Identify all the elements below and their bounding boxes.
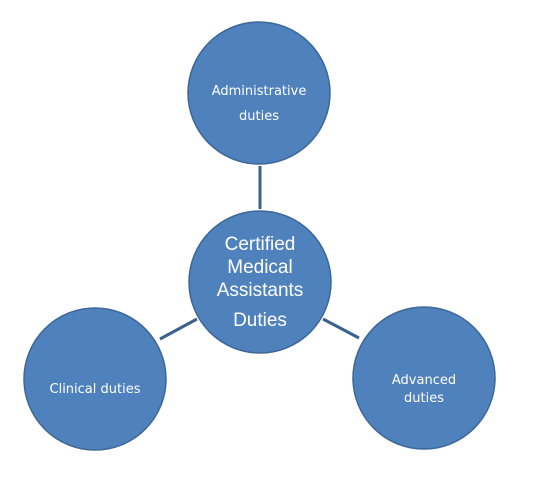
center-label-line: Assistants (217, 280, 304, 301)
center-label-line: Certified (225, 234, 296, 255)
center-label-line: Duties (233, 310, 287, 331)
node-advanced-duties: Advanced duties (352, 306, 496, 450)
node-circle (187, 21, 331, 165)
center-label-line: Medical (227, 257, 292, 278)
node-clinical-duties: Clinical duties (23, 307, 167, 451)
node-label-line: Administrative (212, 84, 307, 99)
node-administrative-duties: Administrative duties (187, 21, 331, 165)
node-label-line: Advanced (392, 373, 456, 388)
connector-left (159, 317, 198, 341)
node-label-line: Clinical duties (50, 382, 141, 397)
connector-right (322, 317, 360, 340)
node-center-certified-medical-assistants-duties: Certified Medical Assistants Duties (188, 210, 332, 354)
node-circle (352, 306, 496, 450)
node-circle (23, 307, 167, 451)
node-circle (188, 210, 332, 354)
node-label-line: duties (404, 391, 444, 406)
node-label-line: duties (239, 109, 279, 124)
